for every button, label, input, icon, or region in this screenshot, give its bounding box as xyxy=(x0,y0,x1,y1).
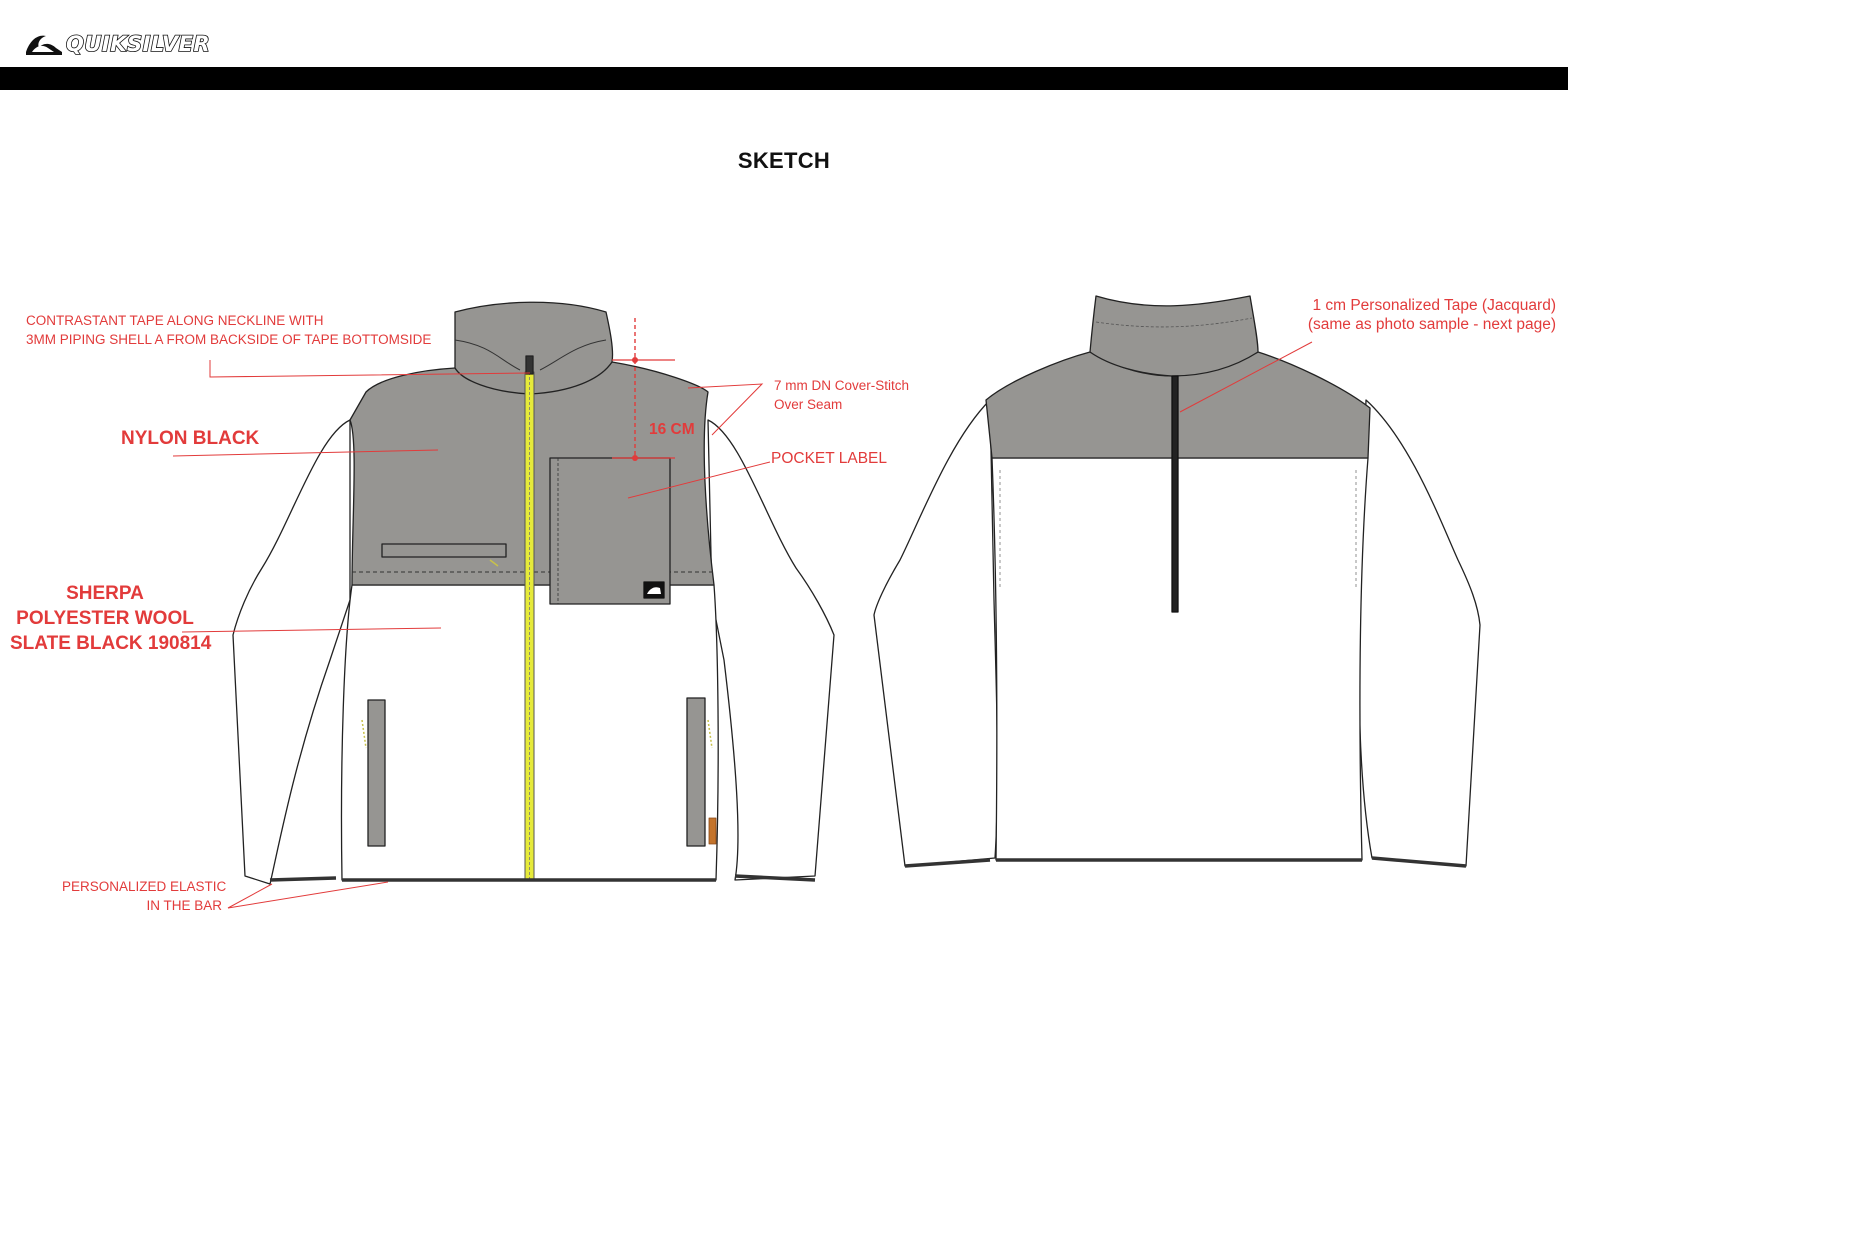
front-right-cuff xyxy=(734,874,816,882)
leader-nylon xyxy=(172,449,439,457)
side-brand-tab xyxy=(708,817,717,845)
annotation-personalized-tape: 1 cm Personalized Tape (Jacquard) (same … xyxy=(1307,297,1556,333)
back-left-sleeve xyxy=(873,399,999,867)
back-body xyxy=(991,457,1369,861)
leader-cover-stitch xyxy=(687,383,764,436)
annotation-cover-stitch: 7 mm DN Cover-Stitch Over Seam xyxy=(774,378,910,412)
technical-sketch xyxy=(172,295,1481,909)
annotation-sherpa: SHERPA POLYESTER WOOL SLATE BLACK 190814 xyxy=(10,583,212,654)
front-chest-zip-pocket xyxy=(381,543,507,558)
brand-wordmark: QUIKSILVER xyxy=(65,31,211,57)
leader-neckline xyxy=(209,360,531,378)
annotation-personalized-elastic: PERSONALIZED ELASTIC IN THE BAR xyxy=(62,879,227,913)
annotation-nylon-black: NYLON BLACK xyxy=(121,428,260,449)
front-collar xyxy=(454,301,614,395)
front-left-hand-pocket xyxy=(367,699,386,847)
annotation-neckline-tape: CONTRASTANT TAPE ALONG NECKLINE WITH 3MM… xyxy=(26,313,432,347)
leader-pocket-label xyxy=(627,461,771,499)
leader-tape xyxy=(1179,341,1313,413)
header: QUIKSILVER xyxy=(0,0,1568,90)
page-title: SKETCH xyxy=(737,148,831,173)
leader-elastic-1 xyxy=(227,883,273,909)
back-collar xyxy=(1089,295,1259,377)
front-left-cuff xyxy=(269,876,337,882)
back-right-sleeve xyxy=(1358,399,1481,867)
header-bar xyxy=(0,67,1568,90)
leader-sherpa xyxy=(181,627,442,633)
measurement-label: 16 CM xyxy=(649,421,695,438)
front-jacket xyxy=(232,301,835,885)
front-right-sleeve xyxy=(707,419,835,881)
leader-elastic-2 xyxy=(227,881,389,909)
wave-mountain-icon xyxy=(26,35,62,55)
back-personalized-tape xyxy=(1171,375,1179,613)
leader-lines xyxy=(172,318,1313,909)
brand-logo: QUIKSILVER xyxy=(24,30,264,58)
back-jacket xyxy=(873,295,1481,868)
annotation-pocket-label: POCKET LABEL xyxy=(771,450,888,467)
front-right-hand-pocket xyxy=(686,697,706,847)
front-left-sleeve xyxy=(232,419,351,885)
front-chest-pocket xyxy=(549,457,671,605)
